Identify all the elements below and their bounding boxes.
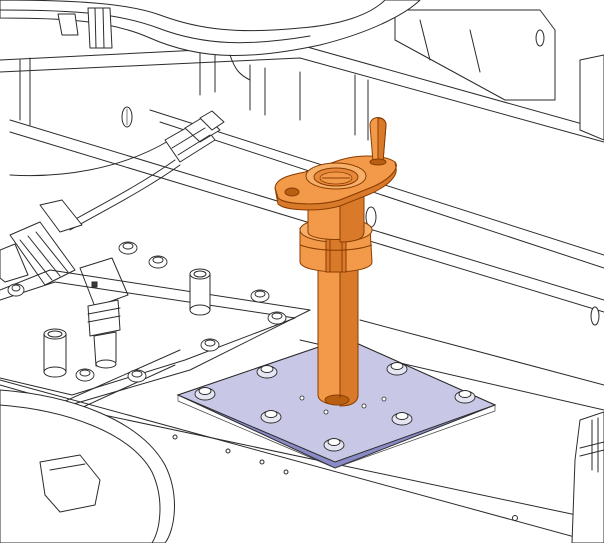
hose-pipe (0, 0, 421, 81)
tray-bolts (7, 241, 287, 383)
top-right-bracket (394, 9, 556, 101)
electrical-connector (164, 110, 225, 163)
tube-stub-left (43, 328, 67, 378)
round-tank (0, 389, 175, 543)
tool-handle-pin (369, 117, 387, 166)
panel-slot-far-right (590, 306, 600, 326)
wire-harness (0, 110, 225, 369)
bottom-right-clamp (571, 411, 604, 543)
tool-top-flange (274, 155, 397, 211)
tool-column (317, 257, 359, 407)
elbow-fitting (79, 257, 129, 308)
hose-clamp (87, 7, 113, 49)
valve-assembly (0, 199, 129, 369)
highlighted-tool-assembly (274, 117, 397, 407)
plate-bolts (194, 362, 476, 452)
panel-slot-left (121, 106, 133, 128)
tube-stub-center (189, 268, 211, 316)
left-tray (0, 241, 311, 406)
